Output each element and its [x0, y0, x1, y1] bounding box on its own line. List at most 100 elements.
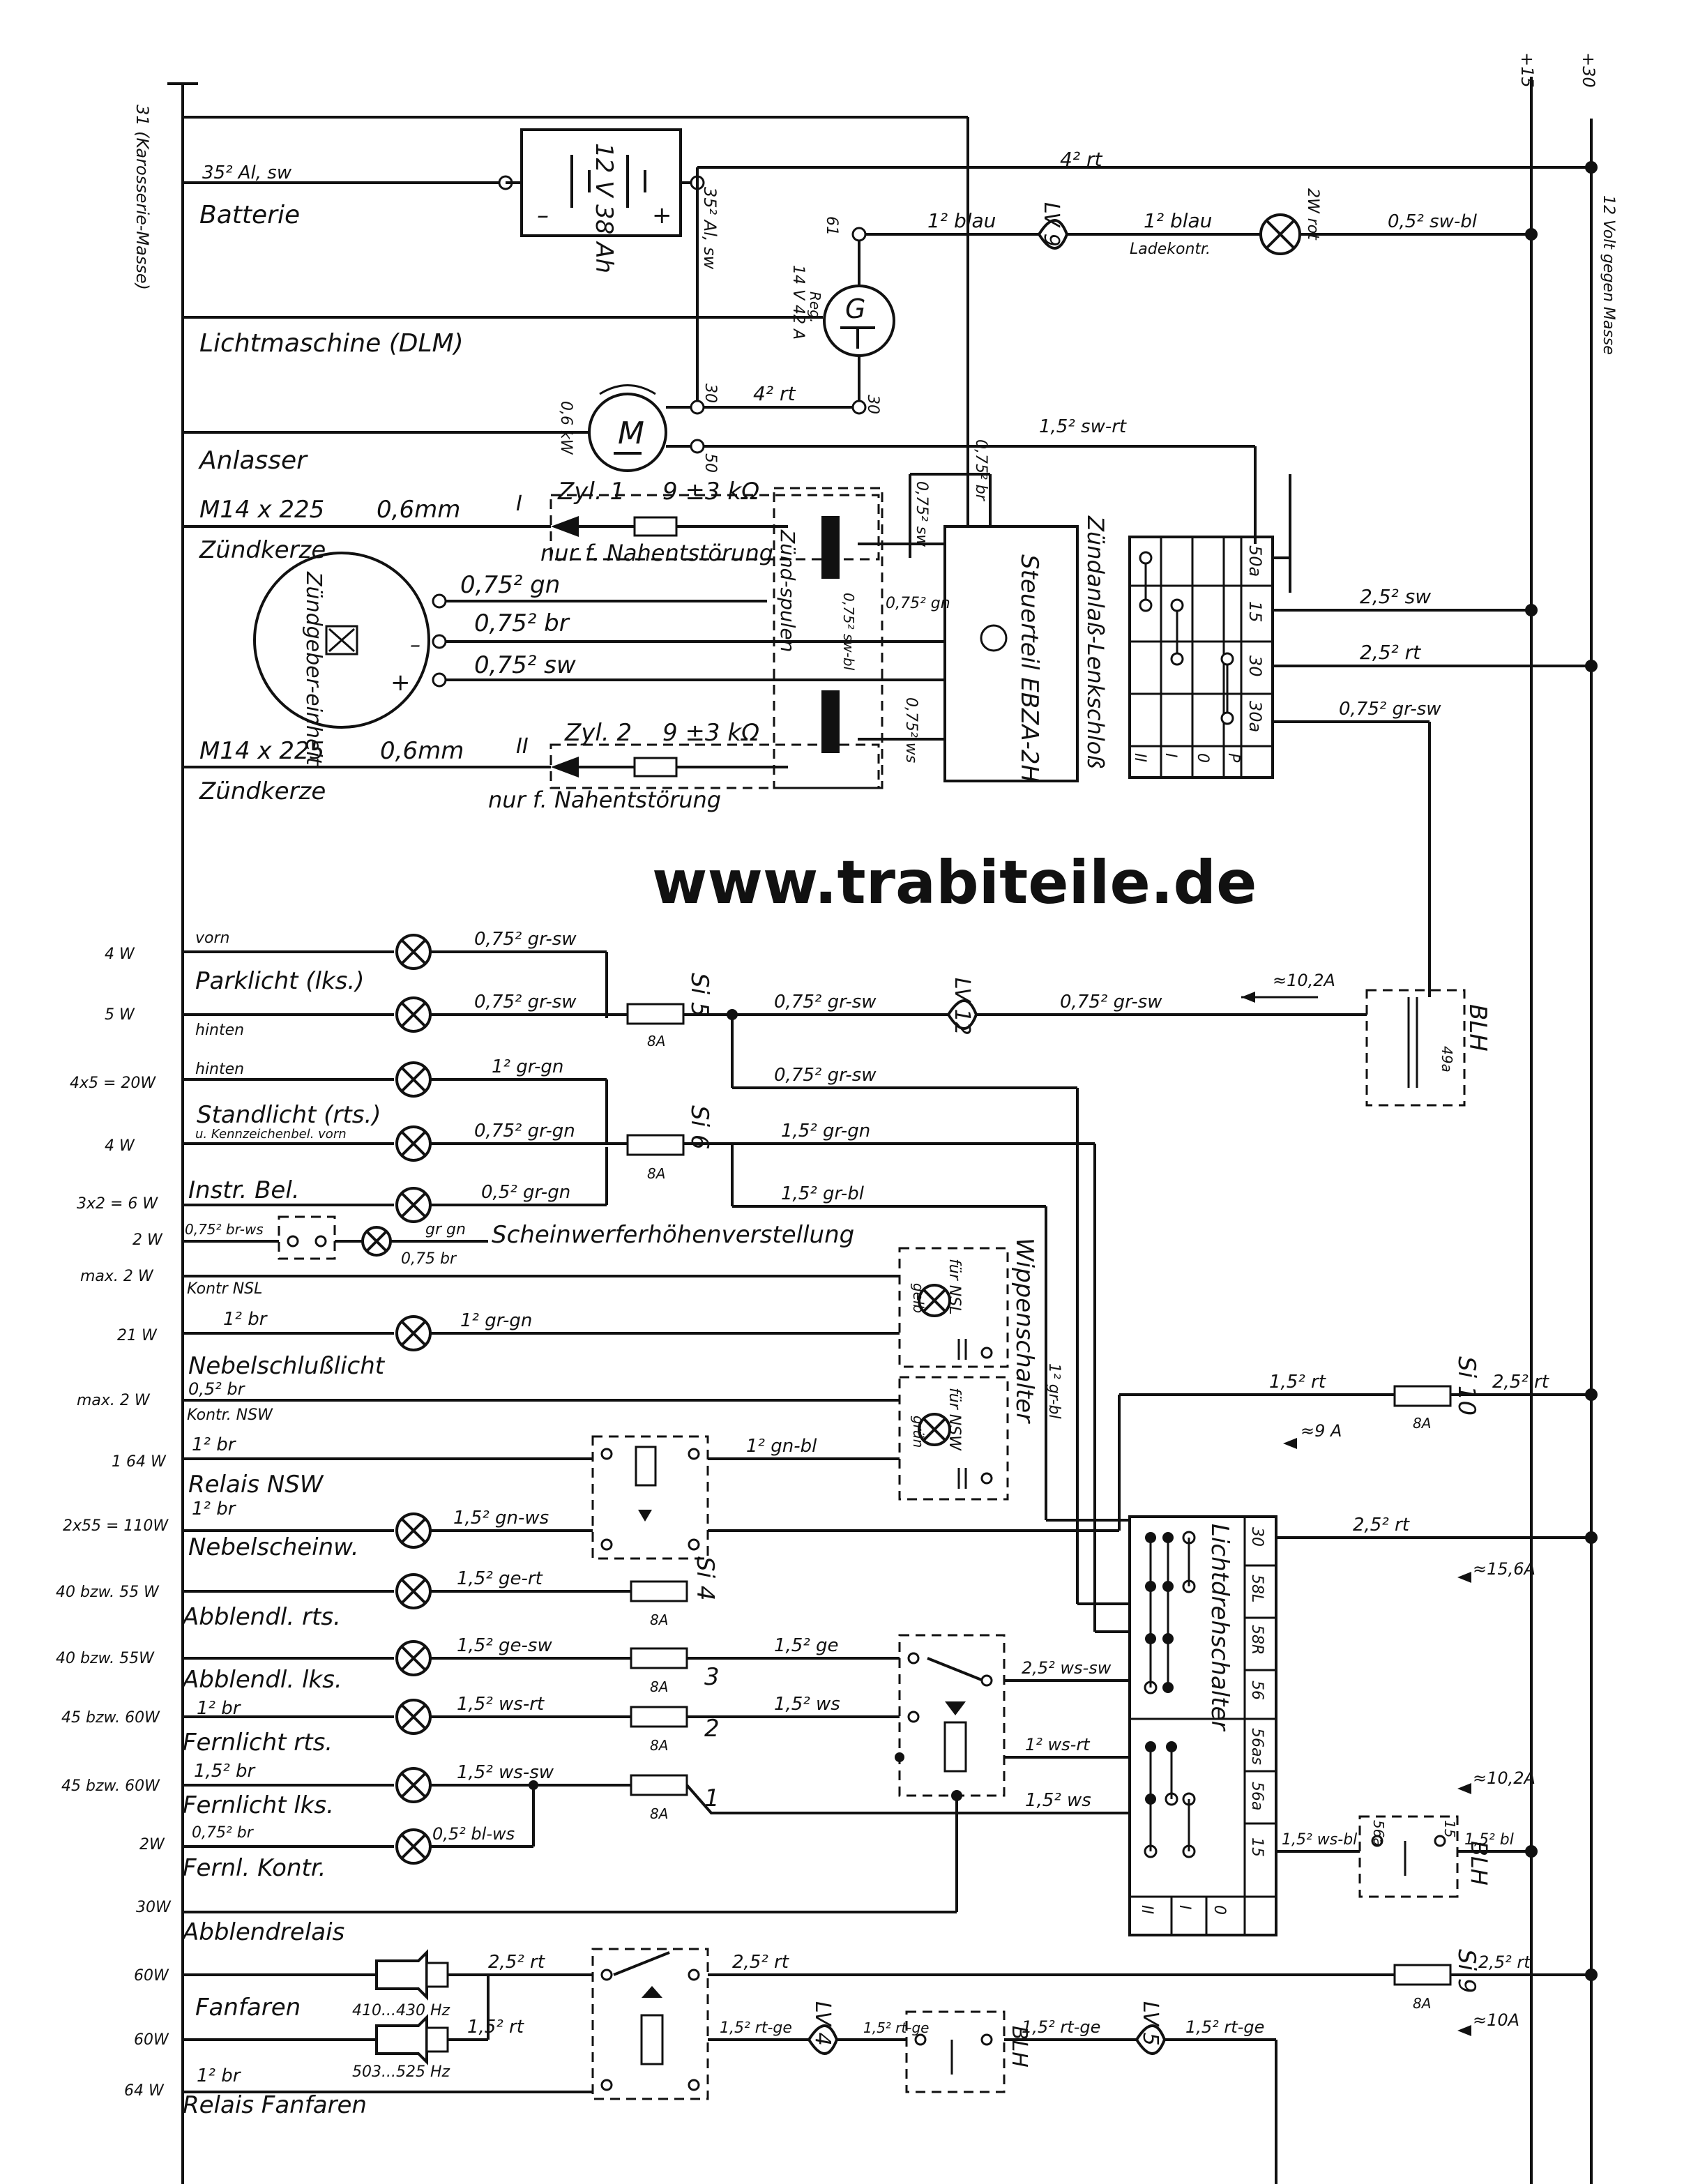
coil-wire-gn: 0,75² gn — [886, 595, 950, 612]
wire-fanfare1: 2,5² rt — [488, 1952, 545, 1973]
lamp-instr — [395, 1187, 432, 1223]
power-kennzeichen: 4 W — [105, 1137, 135, 1155]
ignition-coils-box — [773, 487, 884, 789]
power-relais-nsw: 1 64 W — [112, 1453, 167, 1471]
lamp-fern-rts — [395, 1699, 432, 1735]
label-nsl: Nebelschlußlicht — [188, 1352, 386, 1380]
fuse-si4: 8A Si 4 — [630, 1556, 719, 1628]
label-fern-lks: Fernlicht lks. — [183, 1791, 334, 1819]
lamp-fern-kontr — [395, 1828, 432, 1865]
svg-text:8A: 8A — [650, 1737, 668, 1754]
fuse-si3: 8A 3 — [630, 1647, 720, 1695]
ign-wire-30a-label: 0,75² gr-sw — [1339, 699, 1441, 720]
rocker-gelb: gelb — [910, 1283, 927, 1313]
si10-current: ≈9 A — [1301, 1421, 1342, 1441]
ign-wire-gn: 0,75² gn — [460, 571, 560, 599]
svg-text:49a: 49a — [1439, 1046, 1455, 1072]
label-fern-kontr: Fernl. Kontr. — [183, 1854, 326, 1882]
wire-fern-kontr: 0,5² bl-ws — [432, 1824, 515, 1844]
lamp-kennzeichen — [395, 1125, 432, 1162]
fuse-si1: 8A 1 — [630, 1774, 720, 1822]
wire-parklicht-vorn: 0,75² gr-sw — [474, 929, 577, 950]
spark2-spec: M14 x 225 — [199, 737, 324, 765]
wire-relais-nsw: 1² gn-bl — [746, 1436, 817, 1457]
label-kontr-nsl: Kontr NSL — [187, 1280, 262, 1298]
wire-ws-sw: 2,5² ws-sw — [1022, 1658, 1112, 1678]
label-fanfaren: Fanfaren — [195, 1994, 301, 2022]
ign-term-30: 30 — [1245, 655, 1265, 677]
power-instr: 3x2 = 6 W — [77, 1195, 158, 1213]
sub-parklicht-hinten: hinten — [195, 1022, 244, 1039]
wire-fern-lks: 1,5² ws-sw — [457, 1762, 554, 1783]
svg-text:8A: 8A — [1413, 1995, 1431, 2012]
spark2-roman: II — [516, 734, 529, 759]
power-kontr-nsl: max. 2 W — [80, 1268, 154, 1285]
wire-nsw: 1,5² gn-ws — [453, 1508, 549, 1529]
svg-text:8A: 8A — [1413, 1415, 1431, 1432]
ls-pos-II: II — [1138, 1905, 1155, 1914]
ignition-sensor — [253, 552, 430, 729]
lamp-fern-lks — [395, 1767, 432, 1803]
battery-main-wire-label: 4² rt — [1060, 148, 1102, 171]
ign-wire-br: 0,75² br — [474, 609, 570, 637]
battery-minus: – — [537, 202, 549, 229]
wire-parklicht-hinten: 0,75² gr-sw — [474, 992, 577, 1013]
fan-current: ≈10A — [1473, 2010, 1519, 2030]
spark1-roman: I — [516, 492, 522, 516]
svg-text:8A: 8A — [650, 1805, 668, 1822]
charge-wire1: 1² blau — [927, 209, 996, 232]
power-parklicht-vorn: 4 W — [105, 946, 135, 963]
lamp-abbl-rts — [395, 1573, 432, 1609]
battery-plus: + — [652, 202, 672, 229]
battery: – + 12 V 38 Ah — [520, 128, 682, 273]
label-abbl-lks: Abblendl. lks. — [181, 1666, 342, 1694]
power-relais-fanfaren: 64 W — [124, 2082, 165, 2100]
lamp-parklicht-hinten — [395, 996, 432, 1033]
svg-text:1: 1 — [704, 1784, 720, 1812]
lamp-parklicht-vorn — [395, 934, 432, 970]
power-abbl-lks: 40 bzw. 55W — [56, 1650, 155, 1667]
lamp-nsl — [395, 1315, 432, 1351]
blh-current-top: ≈10,2A — [1273, 971, 1335, 990]
ls-term-30: 30 — [1248, 1527, 1266, 1547]
rocker-gruen: grün — [910, 1416, 927, 1448]
lamp-standlicht — [395, 1061, 432, 1098]
fuse-si9: 8A Si 9 — [1393, 1949, 1480, 2012]
ground-rail-label: 31 (Karosserie-Masse) — [132, 105, 152, 290]
ign-wire-15-label: 2,5² sw — [1360, 585, 1431, 608]
spark2-gap: 0,6mm — [380, 737, 464, 765]
power-nsl: 21 W — [117, 1327, 158, 1344]
sub-fanfare1: 410...430 Hz — [352, 2002, 450, 2019]
lv12-label: LV 12 — [950, 978, 974, 1036]
ls-term-15: 15 — [1248, 1837, 1266, 1857]
ls-term-56a: 56a — [1248, 1782, 1266, 1810]
sub-kennzeichen: u. Kennzeichenbel. vorn — [195, 1127, 347, 1142]
label-relais-nsw: Relais NSW — [188, 1471, 324, 1499]
wire-ws: 1,5² ws — [774, 1694, 840, 1715]
wire-standlicht: 1² gr-gn — [492, 1056, 563, 1077]
fuse-si10: 8A Si 10 — [1393, 1356, 1480, 1432]
power-nsw: 2x55 = 110W — [63, 1517, 169, 1535]
svg-text:Si 9: Si 9 — [1453, 1949, 1480, 1993]
wire-gr-bl: 1² gr-bl — [1045, 1363, 1063, 1419]
dynamo-label: Lichtmaschine (DLM) — [199, 329, 464, 358]
spark1-cyl: Zyl. 1 — [557, 478, 625, 506]
ign-pos-II: II — [1131, 753, 1148, 762]
wire-fanfare2: 1,5² rt — [467, 2017, 524, 2038]
ls-pos-0: 0 — [1211, 1905, 1228, 1915]
rail-plus15-label: +15 — [1517, 52, 1537, 88]
wire-abbl-rts: 1,5² ge-rt — [457, 1568, 543, 1589]
sub-relais-nsw: 1² br — [192, 1434, 237, 1455]
power-fanfare2: 60W — [134, 2031, 169, 2049]
sub-relais-fanfaren: 1² br — [197, 2065, 242, 2086]
battery-cable-neg: 35² Al, sw — [202, 162, 292, 183]
rail-plus30-label: +30 — [1579, 52, 1598, 88]
consumer-list: 4 W vorn Parklicht (lks.) 5 W hinten 4x5… — [56, 930, 854, 2119]
spark1-gap: 0,6mm — [377, 496, 460, 524]
charge-wire2: 1² blau — [1144, 209, 1212, 232]
dynamo-reg: Reg. — [807, 291, 824, 323]
watermark: www.trabiteile.de — [652, 848, 1257, 918]
power-fern-rts: 45 bzw. 60W — [61, 1709, 160, 1727]
ls-term-56as: 56as — [1248, 1728, 1266, 1765]
